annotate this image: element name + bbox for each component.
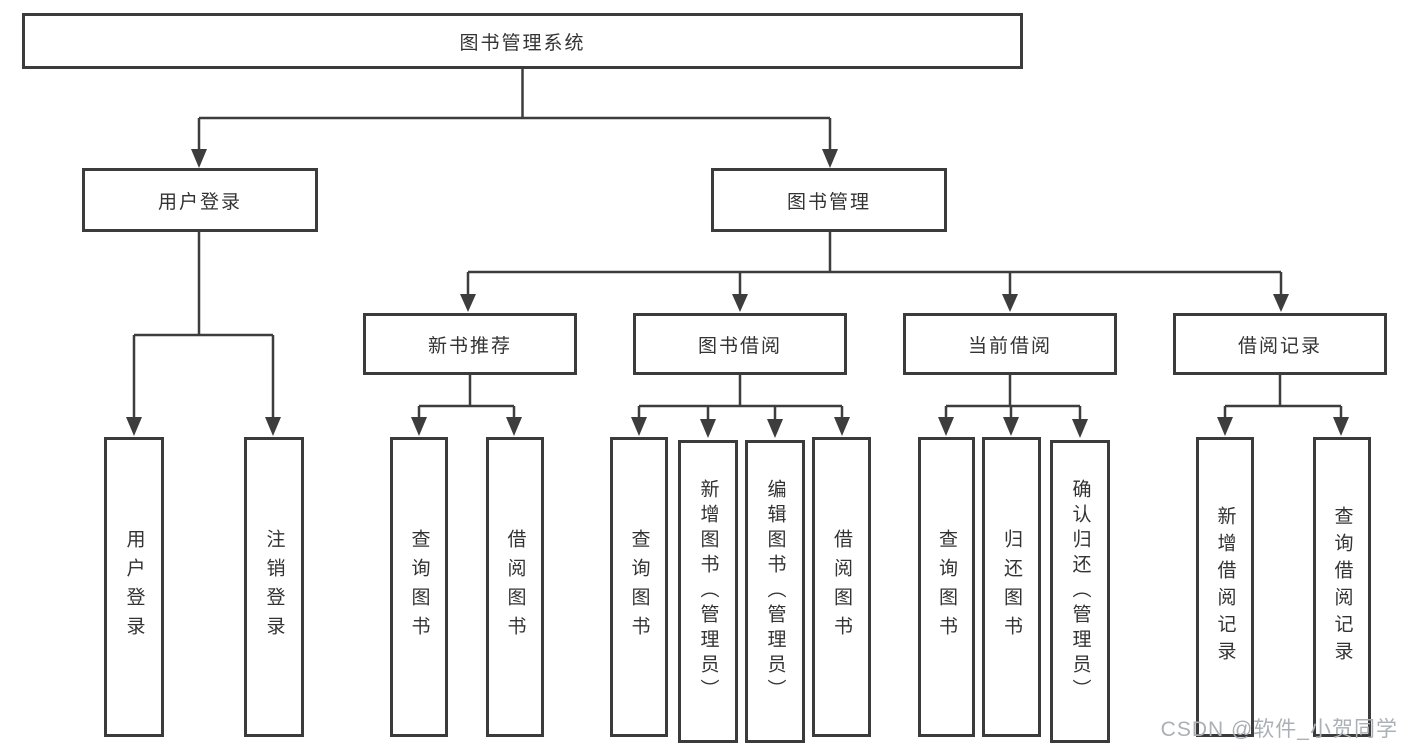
leaf-edit-book-admin: 编辑图书（管理员） xyxy=(745,440,805,743)
arrowhead xyxy=(767,419,783,438)
connector-borrow-record-to-leaves xyxy=(1223,374,1343,422)
arrowhead xyxy=(938,417,954,436)
arrowhead xyxy=(700,419,716,438)
node-root: 图书管理系统 xyxy=(22,13,1023,69)
leaf-borrow-book-2-label: 借阅图书 xyxy=(831,529,852,645)
node-book-management: 图书管理 xyxy=(711,168,947,232)
leaf-confirm-return-admin: 确认归还（管理员） xyxy=(1050,440,1110,743)
node-root-label: 图书管理系统 xyxy=(459,32,586,54)
leaf-query-book-3-label: 查询图书 xyxy=(936,529,957,645)
connector-book-borrow-to-leaves xyxy=(637,374,844,422)
arrowhead xyxy=(1273,294,1289,312)
leaf-query-borrow-record: 查询借阅记录 xyxy=(1313,437,1371,737)
leaf-edit-book-admin-label: 编辑图书（管理员） xyxy=(764,479,786,704)
leaf-confirm-return-admin-label: 确认归还（管理员） xyxy=(1069,479,1091,704)
node-current-borrow-label: 当前借阅 xyxy=(967,335,1052,357)
node-new-book-recommend-label: 新书推荐 xyxy=(427,335,512,357)
leaf-return-book-label: 归还图书 xyxy=(1001,529,1022,645)
arrowhead xyxy=(822,149,838,168)
leaf-borrow-book-2: 借阅图书 xyxy=(812,437,871,737)
node-user-login: 用户登录 xyxy=(82,168,318,232)
leaf-query-book-1: 查询图书 xyxy=(390,437,448,737)
leaf-borrow-book-1-label: 借阅图书 xyxy=(504,529,526,645)
arrowhead xyxy=(1003,417,1019,436)
arrowhead xyxy=(834,417,850,436)
connector-book-mgmt-to-level3 xyxy=(466,231,1283,296)
leaf-logout: 注销登录 xyxy=(244,437,304,737)
arrowhead xyxy=(411,417,427,436)
node-current-borrow: 当前借阅 xyxy=(903,313,1117,375)
csdn-watermark: CSDN @软件_小贺同学 xyxy=(1160,718,1398,741)
arrowhead xyxy=(1002,294,1018,312)
leaf-query-borrow-record-label: 查询借阅记录 xyxy=(1331,506,1353,668)
arrowhead xyxy=(732,294,748,312)
leaf-logout-label: 注销登录 xyxy=(263,529,285,645)
arrowhead xyxy=(1217,417,1233,436)
arrowhead xyxy=(126,417,142,436)
leaf-add-borrow-record: 新增借阅记录 xyxy=(1196,437,1254,737)
leaf-add-borrow-record-label: 新增借阅记录 xyxy=(1214,506,1236,668)
arrowhead xyxy=(460,294,476,312)
node-book-borrow: 图书借阅 xyxy=(633,313,847,375)
arrowhead xyxy=(1072,419,1088,438)
leaf-query-book-2-label: 查询图书 xyxy=(628,529,650,645)
node-book-borrow-label: 图书借阅 xyxy=(697,335,782,357)
node-borrow-record-label: 借阅记录 xyxy=(1237,335,1322,357)
node-new-book-recommend: 新书推荐 xyxy=(363,313,577,375)
connector-root-to-level2 xyxy=(197,67,832,152)
connector-new-book-to-leaves xyxy=(417,374,516,420)
leaf-query-book-3: 查询图书 xyxy=(918,437,975,737)
arrowhead xyxy=(265,417,281,436)
leaf-query-book-1-label: 查询图书 xyxy=(408,529,430,645)
node-user-login-label: 用户登录 xyxy=(157,191,242,213)
leaf-return-book: 归还图书 xyxy=(982,437,1041,737)
node-borrow-record: 借阅记录 xyxy=(1173,313,1387,375)
arrowhead xyxy=(631,417,647,436)
leaf-user-login: 用户登录 xyxy=(104,437,164,737)
arrowheads xyxy=(126,149,1349,438)
connector-user-login-to-leaves xyxy=(132,231,275,420)
arrowhead xyxy=(506,417,522,436)
leaf-add-book-admin-label: 新增图书（管理员） xyxy=(697,479,719,704)
leaf-user-login-label: 用户登录 xyxy=(123,529,145,645)
arrowhead xyxy=(1333,417,1349,436)
node-book-management-label: 图书管理 xyxy=(786,191,871,213)
arrowhead xyxy=(191,149,207,168)
connector-current-borrow-to-leaves xyxy=(944,374,1082,422)
leaf-borrow-book-1: 借阅图书 xyxy=(486,437,544,737)
leaf-add-book-admin: 新增图书（管理员） xyxy=(678,440,738,743)
leaf-query-book-2: 查询图书 xyxy=(610,437,668,737)
